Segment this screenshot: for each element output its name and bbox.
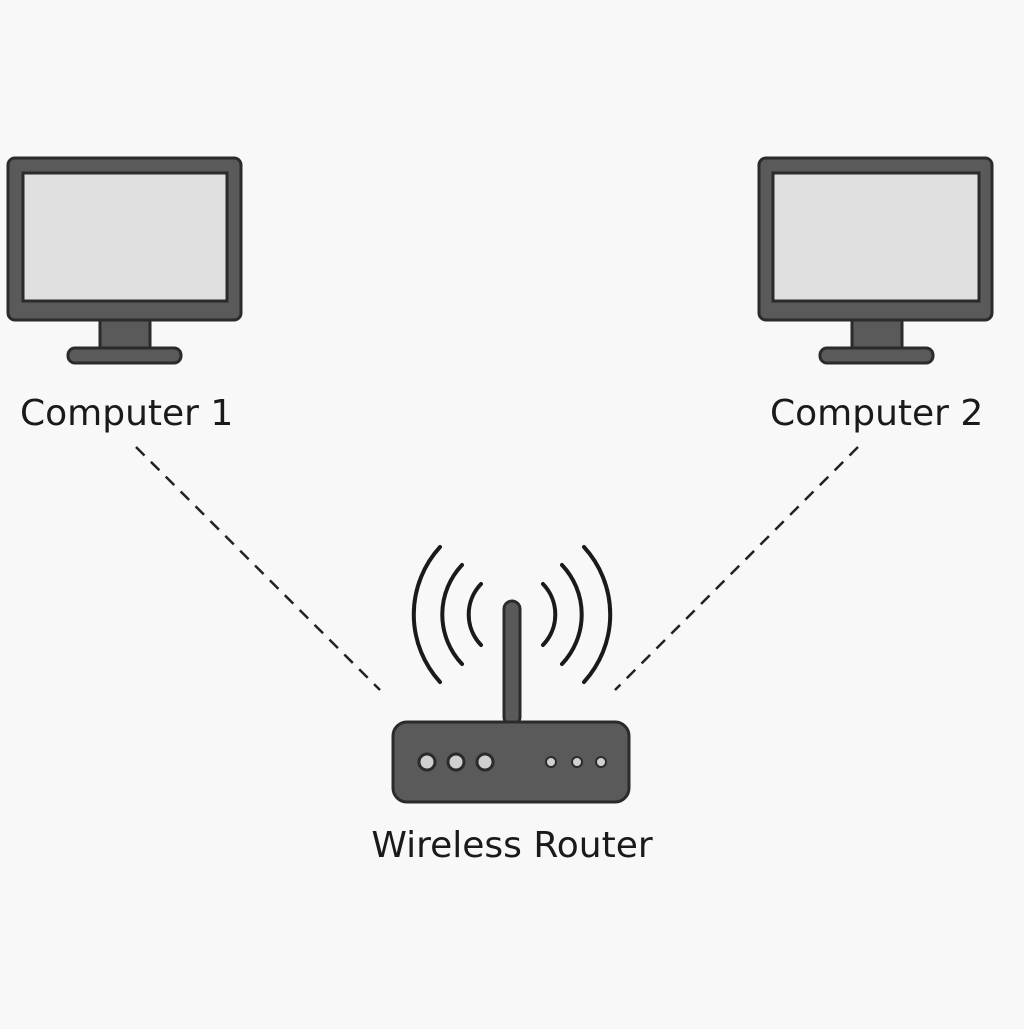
status-led-icon [571, 756, 583, 768]
computer-2-label: Computer 2 [770, 393, 984, 434]
port-led-icon [475, 752, 495, 772]
link-computer-1-router [135, 446, 381, 691]
port-led-icon [446, 752, 466, 772]
status-led-icon [545, 756, 557, 768]
computer-1-label: Computer 1 [20, 393, 234, 434]
wireless-router-icon [391, 599, 631, 804]
computer-1-icon [6, 156, 243, 365]
computer-2-icon [757, 156, 994, 365]
link-computer-2-router [614, 446, 859, 691]
router-label: Wireless Router [371, 825, 653, 866]
port-led-icon [417, 752, 437, 772]
status-led-icon [595, 756, 607, 768]
wifi-signal-icon [411, 545, 613, 684]
